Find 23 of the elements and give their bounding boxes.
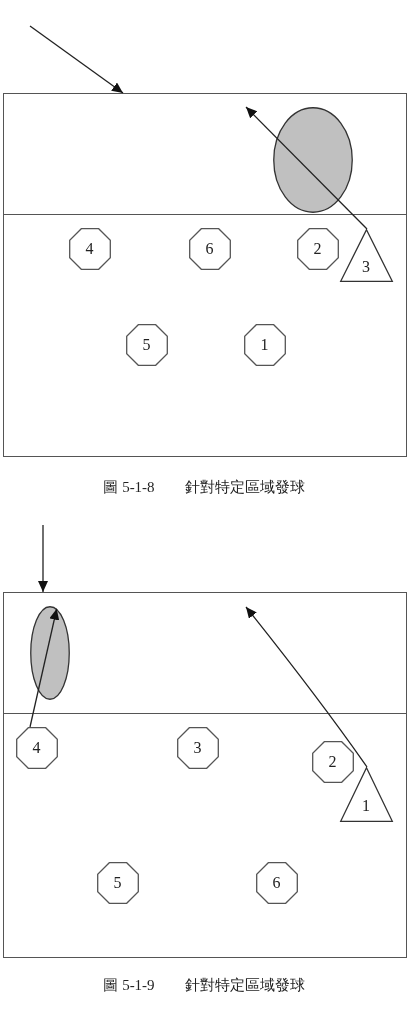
arrow bbox=[29, 25, 124, 94]
player-octagon: 2 bbox=[311, 740, 354, 783]
player-octagon: 1 bbox=[243, 323, 286, 366]
arrow bbox=[245, 106, 368, 230]
server-triangle: 3 bbox=[339, 228, 393, 282]
court-rectangle bbox=[3, 592, 407, 958]
court-rectangle bbox=[3, 93, 407, 457]
player-octagon: 2 bbox=[296, 227, 339, 270]
target-zone-ellipse bbox=[272, 106, 353, 213]
figure-caption: 圖 5-1-9 針對特定區域發球 bbox=[102, 976, 306, 995]
player-octagon: 4 bbox=[15, 726, 58, 769]
arrow bbox=[29, 608, 60, 728]
player-octagon: 6 bbox=[188, 227, 231, 270]
figure-caption: 圖 5-1-8 針對特定區域發球 bbox=[102, 478, 306, 497]
arrow bbox=[38, 524, 48, 593]
player-octagon: 6 bbox=[255, 861, 298, 904]
target-zone-ellipse bbox=[29, 605, 70, 700]
arrow bbox=[245, 606, 368, 768]
server-triangle: 1 bbox=[339, 766, 393, 822]
player-octagon: 3 bbox=[176, 726, 219, 769]
player-octagon: 5 bbox=[96, 861, 139, 904]
player-octagon: 4 bbox=[68, 227, 111, 270]
player-octagon: 5 bbox=[125, 323, 168, 366]
